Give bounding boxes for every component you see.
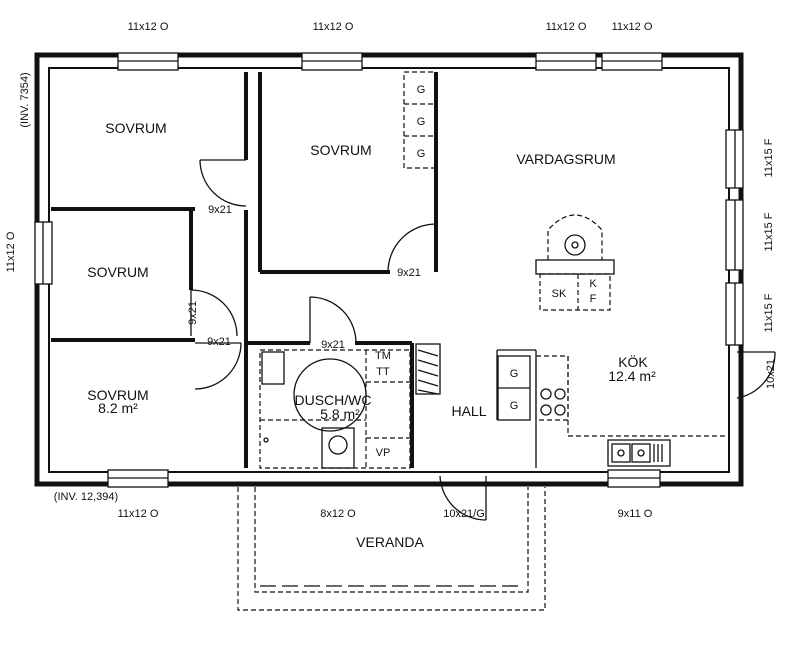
room-area-sovrum-bottom-left: 8.2 m² (98, 400, 138, 416)
dim-door-right: 10x21 (765, 359, 777, 389)
fixture-label-tm: TM (375, 350, 391, 362)
dim-window-top-4: 11x12 O (612, 21, 653, 33)
room-label-kok: KÖK (618, 353, 648, 370)
windows (34, 52, 744, 488)
room-label-sovrum-bottom-left: SOVRUM (87, 387, 148, 403)
room-label-veranda: VERANDA (356, 534, 424, 550)
dim-door-sovrum-top-left: 9x21 (208, 204, 232, 216)
fixture-label-g4: G (510, 368, 519, 380)
dim-window-bottom-2: 8x12 O (320, 508, 356, 520)
room-label-sovrum-top-left: SOVRUM (105, 120, 166, 136)
fixture-label-f: F (590, 293, 597, 305)
room-label-dusch-wc: DUSCH/WC (295, 392, 372, 408)
room-area-dusch-wc: 5.8 m² (320, 406, 360, 422)
dim-window-bottom-3: 9x11 O (618, 508, 653, 520)
inv-left: (INV. 7354) (19, 72, 31, 127)
dim-door-sovrum-top-middle: 9x21 (397, 267, 421, 279)
fixture-label-k: K (589, 278, 597, 290)
dim-door-sovrum-bottom: 9x21 (207, 336, 231, 348)
doors (190, 159, 776, 521)
room-label-vardagsrum: VARDAGSRUM (516, 151, 615, 167)
coat-rack (415, 343, 441, 395)
veranda-outline (237, 487, 546, 611)
dim-window-bottom-1: 11x12 O (118, 508, 159, 520)
dim-window-right-3: 11x15 F (763, 293, 775, 332)
inv-bottom: (INV. 12,394) (54, 491, 118, 503)
kitchen-counter (535, 355, 726, 467)
dim-window-top-3: 11x12 O (546, 21, 587, 33)
fixture-label-tt: TT (376, 366, 390, 378)
dim-window-right-1: 11x15 F (763, 138, 775, 177)
fixture-label-g5: G (510, 400, 519, 412)
dim-window-top-2: 11x12 O (313, 21, 354, 33)
dim-door-dusch: 9x21 (321, 339, 345, 351)
fixture-label-vp: VP (376, 447, 391, 459)
fixture-label-g3: G (417, 148, 426, 160)
dim-window-right-2: 11x15 F (763, 212, 775, 251)
room-label-sovrum-top-middle: SOVRUM (310, 142, 371, 158)
fixture-label-sk: SK (552, 288, 567, 300)
fixture-label-g2: G (417, 116, 426, 128)
fixture-label-g1: G (417, 84, 426, 96)
room-area-kok: 12.4 m² (608, 368, 656, 384)
dim-door-entrance: 10x21/G (443, 508, 485, 520)
bathroom-fixtures (259, 349, 411, 469)
room-label-hall: HALL (451, 403, 486, 419)
dim-window-left: 11x12 O (5, 231, 17, 272)
fridge-cabinets (403, 71, 531, 421)
room-label-sovrum-middle-left: SOVRUM (87, 264, 148, 280)
dim-window-top-1: 11x12 O (128, 21, 169, 33)
dim-door-sovrum-middle: 9x21 (187, 301, 199, 325)
stove-island (535, 214, 615, 311)
